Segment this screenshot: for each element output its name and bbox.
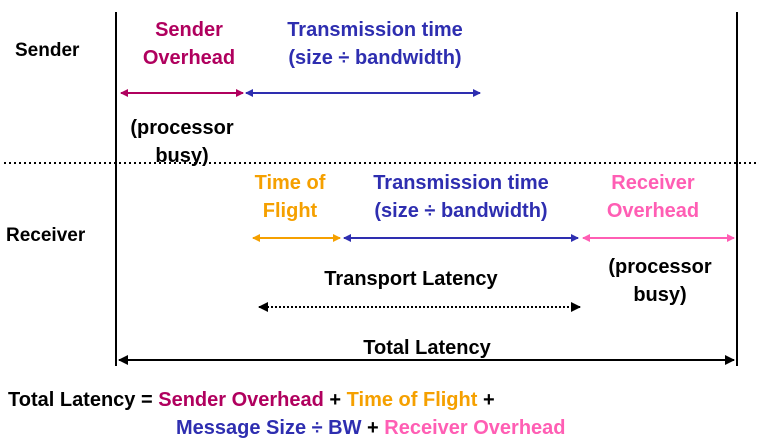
formula-receiver-overhead: Receiver Overhead: [384, 417, 566, 439]
sender-transmission-line1: Transmission time: [287, 19, 463, 41]
receiver-row-label: Receiver: [6, 225, 86, 246]
formula-sender-overhead: Sender Overhead: [158, 389, 324, 411]
formula-line1: Total Latency = Sender Overhead + Time o…: [8, 386, 495, 415]
receiver-transmission-line1: Transmission time: [373, 172, 549, 194]
sender-overhead-line2: Overhead: [142, 47, 236, 69]
formula-line2: Message Size ÷ BW + Receiver Overhead: [176, 414, 566, 443]
receiver-overhead-line2: Overhead: [606, 200, 700, 222]
formula-plus-3: +: [367, 417, 379, 439]
sender-overhead-label: Sender Overhead: [126, 16, 252, 72]
formula-plus-1: +: [329, 389, 342, 411]
sender-transmission-line2: (size ÷ bandwidth): [288, 47, 462, 69]
sender-processor-line1: (processor: [130, 117, 234, 139]
time-of-flight-label: Time of Flight: [240, 169, 340, 225]
transport-latency-label: Transport Latency: [324, 268, 498, 290]
receiver-overhead-label: Receiver Overhead: [590, 169, 716, 225]
time-of-flight-line2: Flight: [262, 200, 318, 222]
sender-overhead-line1: Sender: [155, 19, 223, 41]
receiver-processor-line2: busy): [633, 284, 687, 306]
formula-plus-2: +: [482, 389, 495, 411]
time-of-flight-line1: Time of: [254, 172, 326, 194]
receiver-overhead-line1: Receiver: [611, 172, 695, 194]
formula-message-size: Message Size ÷ BW: [176, 417, 362, 439]
sender-processor-busy: (processor busy): [112, 114, 252, 170]
receiver-processor-line1: (processor: [608, 256, 712, 278]
sender-transmission-label: Transmission time (size ÷ bandwidth): [258, 16, 492, 72]
sender-row-label: Sender: [15, 40, 80, 61]
formula-lhs: Total Latency =: [8, 389, 153, 411]
receiver-processor-busy: (processor busy): [590, 253, 730, 309]
formula-time-of-flight: Time of Flight: [346, 389, 478, 411]
total-latency-label: Total Latency: [363, 337, 491, 359]
receiver-transmission-label: Transmission time (size ÷ bandwidth): [344, 169, 578, 225]
sender-processor-line2: busy): [155, 145, 209, 167]
receiver-transmission-line2: (size ÷ bandwidth): [374, 200, 548, 222]
